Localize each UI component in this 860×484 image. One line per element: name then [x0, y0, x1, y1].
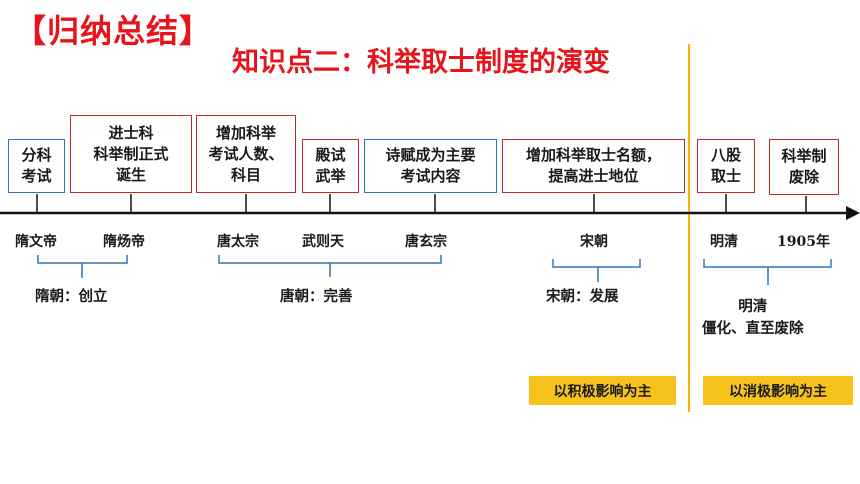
event-box-zengjia: 增加科举 考试人数、 科目 [196, 115, 296, 193]
timeline-ticks [36, 194, 807, 212]
group-label-song: 宋朝：发展 [546, 288, 619, 305]
timeline-label-1905: 1905年 [777, 234, 830, 250]
timeline-label-suiyangdi: 隋炀帝 [103, 234, 145, 250]
brace-song [552, 259, 641, 282]
event-box-dianshi: 殿试 武举 [302, 139, 359, 193]
event-box-fenke: 分科 考试 [8, 139, 65, 193]
timeline-label-ming-qing: 明清 [710, 234, 738, 250]
event-box-song: 增加科举取士名额， 提高进士地位 [502, 139, 685, 193]
event-box-bagu: 八股 取士 [697, 139, 755, 193]
timeline-label-wuzetian: 武则天 [302, 234, 344, 250]
brace-ming-qing [703, 259, 832, 285]
timeline-arrowhead [846, 206, 860, 220]
group-label-tang: 唐朝：完善 [280, 288, 353, 305]
group-label-ming-qing: 明清 僵化、直至废除 [702, 298, 804, 337]
group-label-sui: 隋朝：创立 [35, 288, 108, 305]
event-box-feichu: 科举制 废除 [769, 139, 839, 195]
event-box-jinshike: 进士科 科举制正式 诞生 [70, 115, 192, 193]
brace-sui [37, 255, 128, 278]
timeline-label-tangxuanzong: 唐玄宗 [405, 234, 447, 250]
subtitle: 知识点二：科举取士制度的演变 [232, 47, 610, 78]
main-title: 【归纳总结】 [14, 12, 213, 50]
brace-tang [218, 255, 442, 277]
timeline-label-song: 宋朝 [580, 234, 608, 250]
tag-positive-impact: 以积极影响为主 [529, 376, 676, 405]
tag-negative-impact: 以消极影响为主 [703, 376, 853, 405]
timeline-label-tangtaizong: 唐太宗 [217, 234, 259, 250]
timeline-label-suiwendi: 隋文帝 [15, 234, 57, 250]
event-box-shifu: 诗赋成为主要 考试内容 [364, 139, 497, 193]
group-braces [37, 255, 832, 285]
